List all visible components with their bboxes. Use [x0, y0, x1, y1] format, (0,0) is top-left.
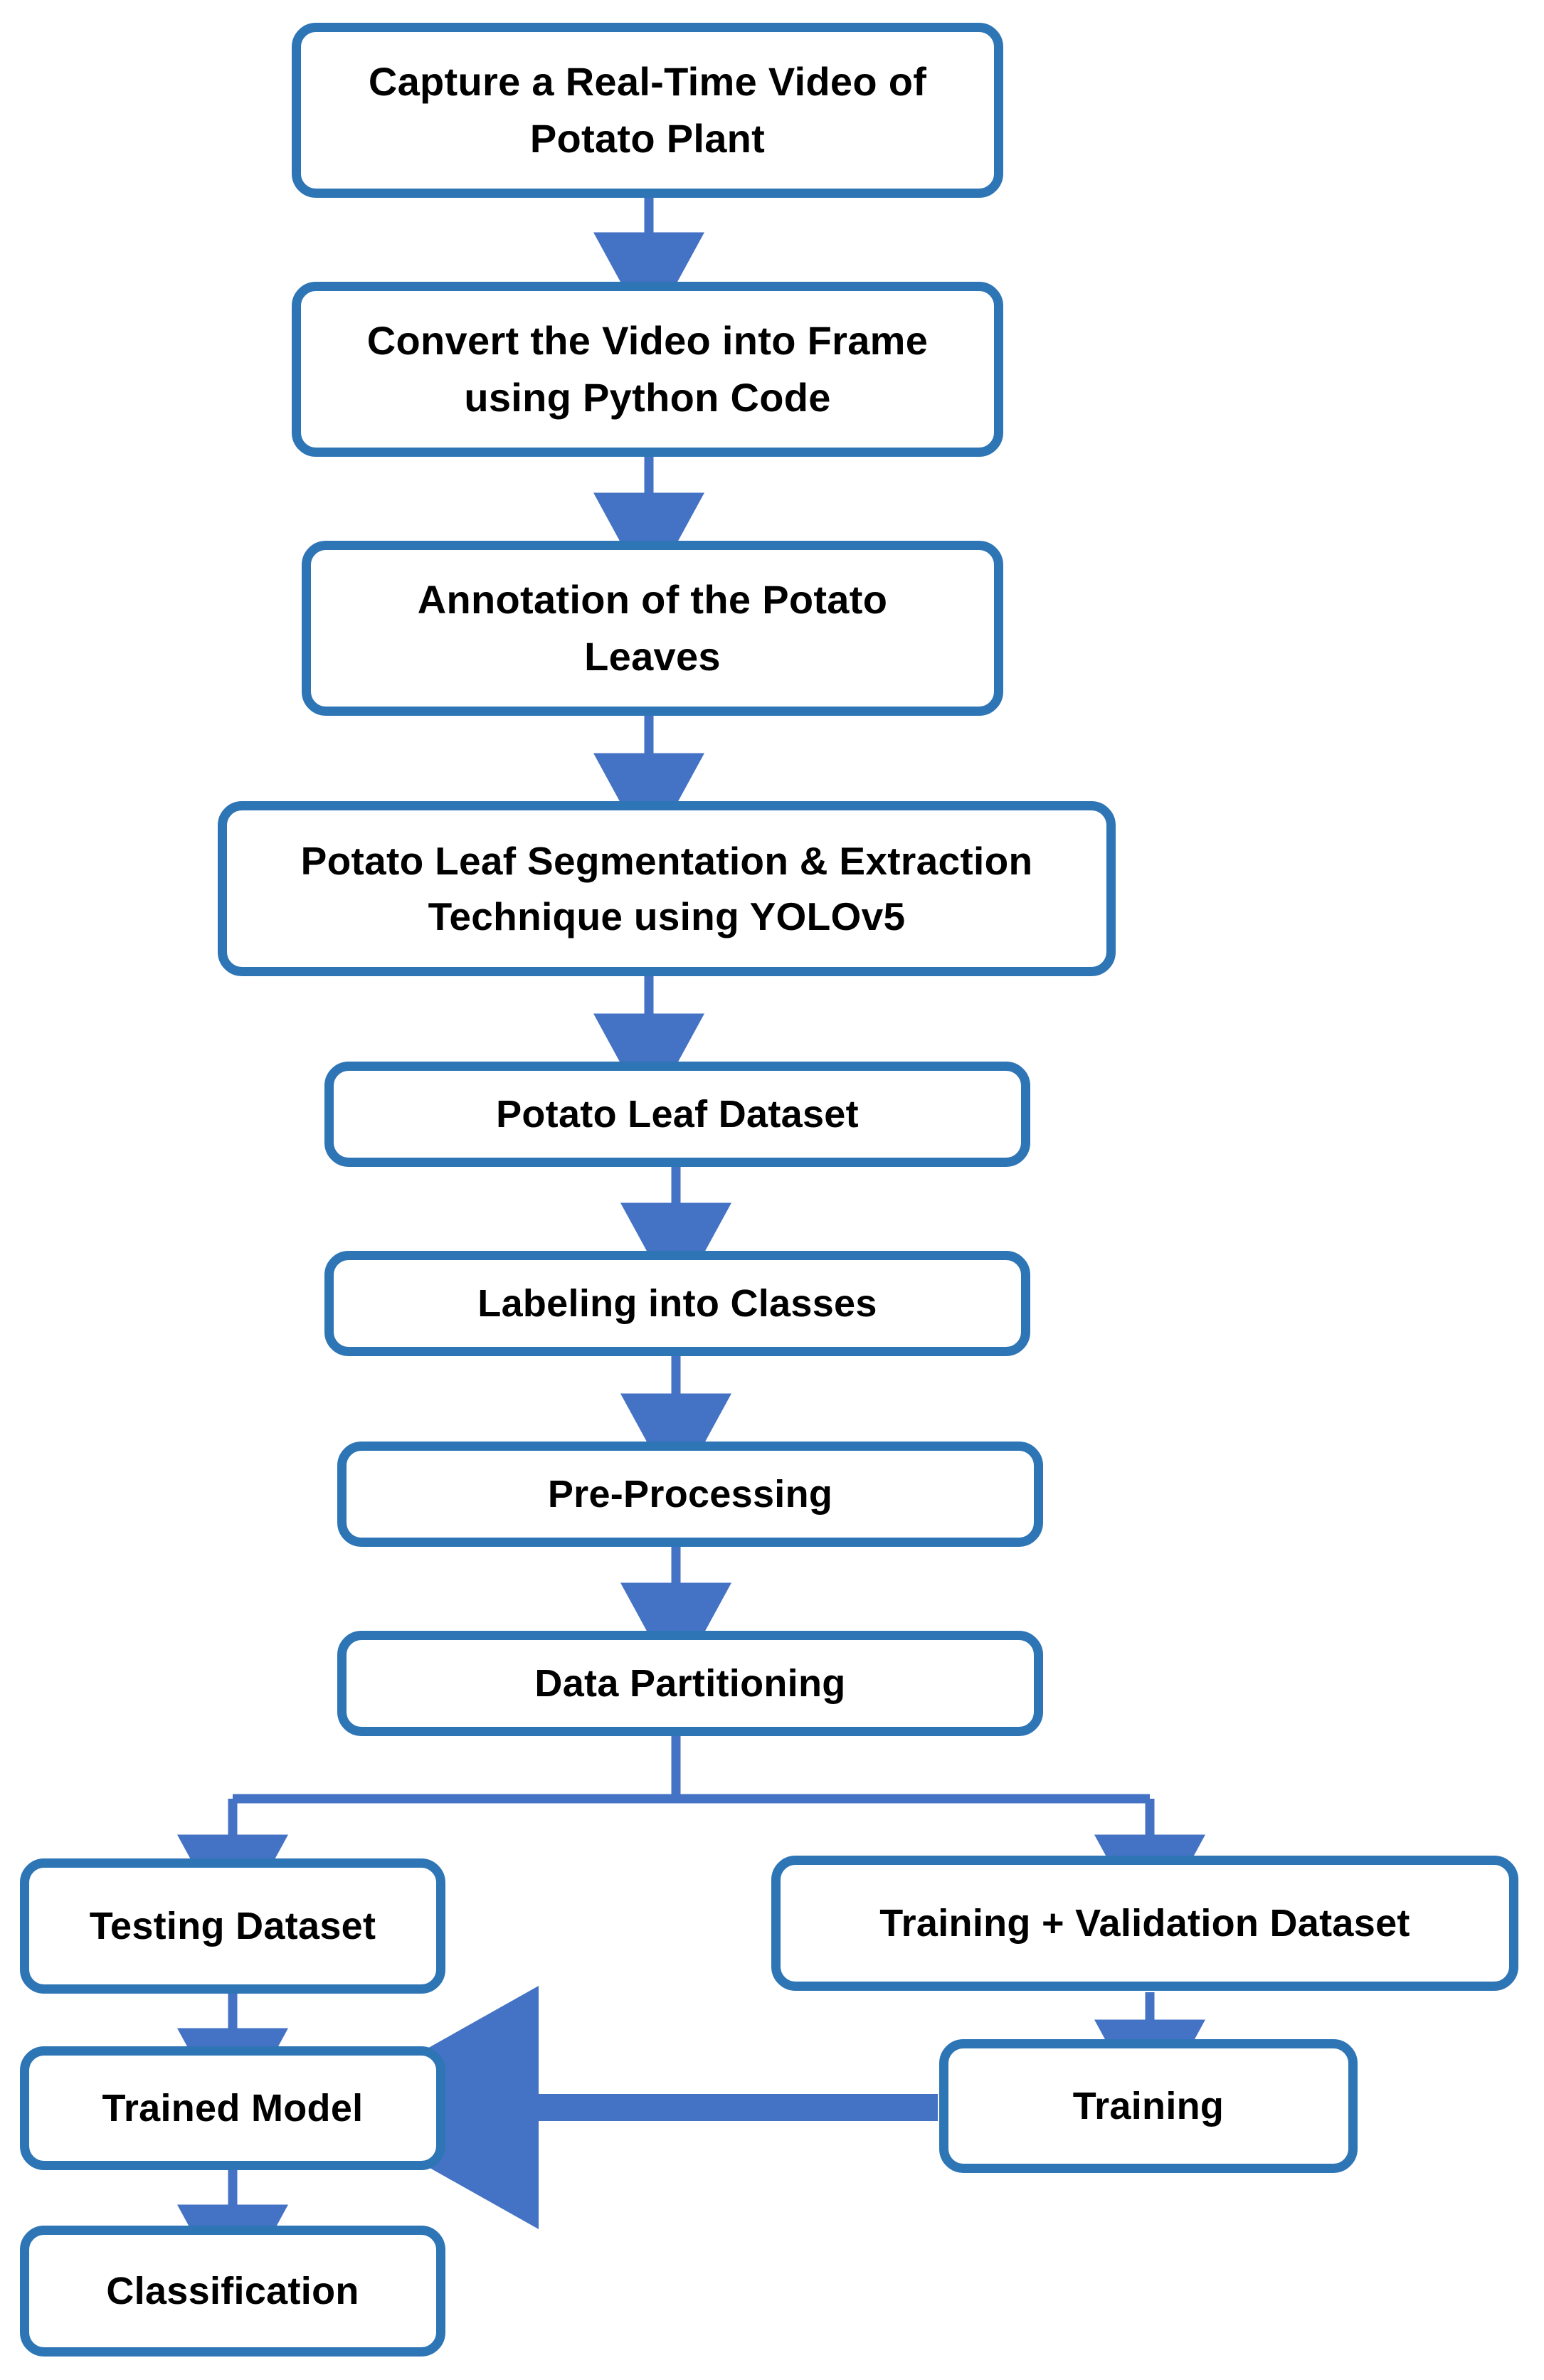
node-leaf-dataset-label: Potato Leaf Dataset: [496, 1092, 859, 1136]
node-testing-dataset[interactable]: Testing Dataset: [20, 1858, 445, 1994]
node-trained-model-label: Trained Model: [102, 2086, 364, 2130]
node-training[interactable]: Training: [939, 2039, 1358, 2173]
node-training-validation-dataset-label: Training + Validation Dataset: [879, 1901, 1410, 1945]
node-testing-dataset-label: Testing Dataset: [89, 1904, 376, 1947]
node-leaf-dataset[interactable]: Potato Leaf Dataset: [324, 1062, 1030, 1167]
node-training-validation-dataset[interactable]: Training + Validation Dataset: [771, 1856, 1518, 1991]
node-convert-frames[interactable]: Convert the Video into Frame using Pytho…: [292, 282, 1003, 457]
node-preprocessing-label: Pre-Processing: [547, 1472, 833, 1516]
node-labeling-label: Labeling into Classes: [477, 1281, 877, 1325]
node-annotation-label: Annotation of the Potato Leaves: [417, 577, 888, 679]
node-segmentation[interactable]: Potato Leaf Segmentation & Extraction Te…: [218, 801, 1116, 976]
node-data-partitioning-label: Data Partitioning: [534, 1661, 846, 1705]
node-trained-model[interactable]: Trained Model: [20, 2046, 445, 2170]
node-data-partitioning[interactable]: Data Partitioning: [337, 1631, 1043, 1736]
edge-partitioning-split-stem: [233, 1735, 1150, 1804]
node-classification[interactable]: Classification: [20, 2226, 445, 2357]
node-classification-label: Classification: [106, 2269, 359, 2312]
node-segmentation-label: Potato Leaf Segmentation & Extraction Te…: [300, 838, 1033, 938]
node-convert-frames-label: Convert the Video into Frame using Pytho…: [366, 318, 929, 420]
node-capture-video[interactable]: Capture a Real-Time Video of Potato Plan…: [292, 23, 1003, 198]
node-capture-video-label: Capture a Real-Time Video of Potato Plan…: [368, 59, 927, 161]
node-labeling[interactable]: Labeling into Classes: [324, 1251, 1030, 1356]
node-preprocessing[interactable]: Pre-Processing: [337, 1442, 1043, 1547]
node-training-label: Training: [1072, 2084, 1225, 2127]
node-annotation[interactable]: Annotation of the Potato Leaves: [302, 541, 1003, 716]
